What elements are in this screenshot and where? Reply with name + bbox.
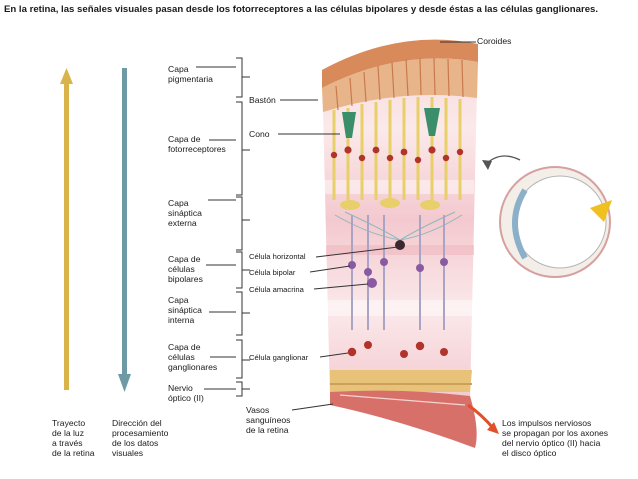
label-bipolar-cell: Célula bipolar [249,268,295,277]
label-nerve-impulses: Los impulsos nerviosos se propagan por l… [502,418,608,458]
label-bipolar-layer: Capa de células bipolares [168,254,203,284]
label-pigment-layer: Capa pigmentaria [168,64,213,84]
label-cone: Cono [249,129,270,139]
label-ganglion-cell: Célula ganglionar [249,353,308,362]
retina-section [322,40,499,448]
label-light-path: Trayecto de la luz a través de la retina [52,418,95,458]
label-rod: Bastón [249,95,276,105]
label-horizontal-cell: Célula horizontal [249,252,306,261]
label-ganglion-layer: Capa de células ganglionares [168,342,217,372]
eye-icon [482,156,612,277]
label-photoreceptor-layer: Capa de fotorreceptores [168,134,226,154]
label-outer-synaptic-layer: Capa sináptica externa [168,198,202,228]
label-optic-nerve: Nervio óptico (II) [168,383,204,403]
label-processing-direction: Dirección del procesamiento de los datos… [112,418,168,458]
light-path-arrow [60,68,73,390]
processing-direction-arrow [118,68,131,392]
label-amacrine-cell: Célula amacrina [249,285,304,294]
label-inner-synaptic-layer: Capa sináptica interna [168,295,202,325]
label-choroid: Coroides [477,36,511,46]
label-retinal-vessels: Vasos sanguíneos de la retina [246,405,290,435]
